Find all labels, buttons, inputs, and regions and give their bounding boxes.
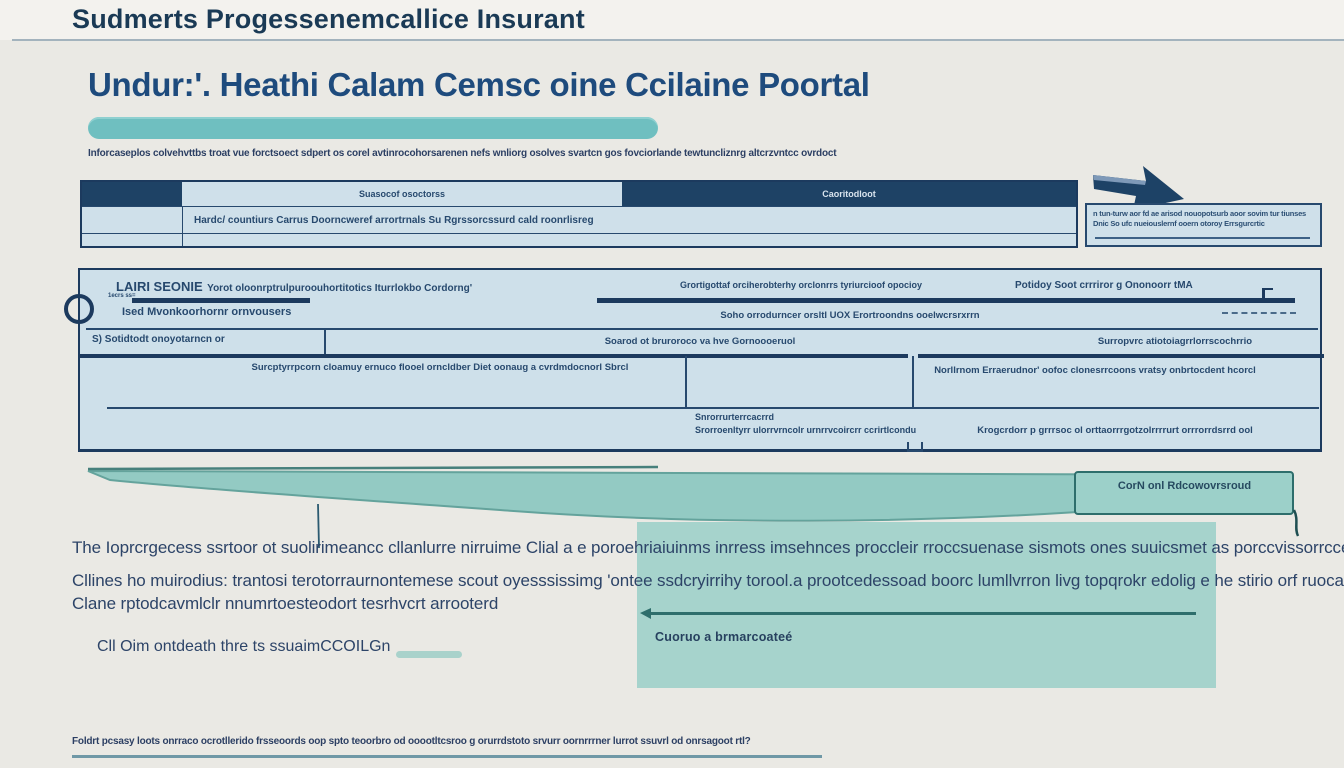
pen-mark-icon <box>1262 288 1273 300</box>
claim-form-table: LAIRI SEONIE Yorot oloonrptrulpuroouhort… <box>64 268 1324 452</box>
panel-arrow-left-icon <box>640 608 651 619</box>
ribbon-label-box <box>1074 471 1294 515</box>
radio-button-icon[interactable] <box>64 294 94 324</box>
claim-note: Cll Oim ontdeath thre ts ssuaimCCOILGn <box>97 638 391 655</box>
body-paragraph-line3: Clane rptodcavmlclr nnumrtoesteodort tes… <box>72 594 499 613</box>
page-title: Sudmerts Progessenemcallice Insurant <box>72 4 585 34</box>
summary-table-column-divider <box>182 206 183 246</box>
summary-table-row-text: Hardc/ countiurs Carrus Doorncweref arro… <box>194 214 594 226</box>
form-row1-left: LAIRI SEONIE Yorot oloonrptrulpuroouhort… <box>116 278 472 296</box>
claim-highlight-pill <box>396 651 462 658</box>
radio-option-label[interactable]: Ised Mvonkoorhornr ornvousers <box>122 306 292 318</box>
form-row5-left-line2: Srorroenltyrr ulorrvrncolr urnrrvcoircrr… <box>695 425 917 435</box>
body-paragraph-line1: The Ioprcrgecess ssrtoor ot suolirimeanc… <box>72 538 1344 557</box>
note-box-line1: n tun-turw aor fd ae arisod nouopotsurb … <box>1093 209 1307 218</box>
form-row5-left-line1: Snrorrurterrcacrrd <box>695 412 775 422</box>
row3-cell-divider <box>324 328 326 354</box>
ribbon-hook <box>1292 509 1300 537</box>
row4-cell-divider-2 <box>912 356 914 408</box>
row4-top-border-right <box>918 354 1324 358</box>
arrow-right-icon <box>1093 166 1184 210</box>
panel-rule <box>650 612 1196 615</box>
form-row5-right: Krogcrdorr p grrrsoc ol orttaorrrgotzolr… <box>977 425 1253 436</box>
form-row3-center: Soarod ot bruroroco va hve Gornoooeruol <box>604 336 796 347</box>
form-row3-left: S) Sotidtodt onoyotarncn or <box>92 334 225 345</box>
summary-table-row: Hardc/ countiurs Carrus Doorncweref arro… <box>82 207 1076 234</box>
form-row4-right: Norllrnom Erraerudnor' oofoc clonesrrcoo… <box>934 365 1256 376</box>
signature-rule-right <box>597 298 1295 303</box>
signature-rule-left <box>132 298 310 303</box>
ribbon-top-line <box>87 465 659 471</box>
teal-ribbon <box>87 465 1300 549</box>
summary-table: Suasocof osoctorss Caoritodloot Hardc/ c… <box>80 180 1078 248</box>
summary-table-header-dark-cell <box>82 182 182 206</box>
footnote-marker-icon <box>907 442 923 452</box>
note-box: n tun-turw aor fd ae arisod nouopotsurb … <box>1085 203 1322 247</box>
note-box-underline <box>1095 237 1310 239</box>
summary-table-header-right-label: Caoritodloot <box>622 182 1076 206</box>
body-paragraph-line2: Cllines ho muirodius: trantosi terotorra… <box>72 571 1344 590</box>
summary-table-header-row: Suasocof osoctorss Caoritodloot <box>82 182 1076 207</box>
teal-highlight-bar <box>88 117 658 139</box>
header-divider <box>12 39 1344 41</box>
footer-underline <box>72 755 822 758</box>
form-row1-left-text: Yorot oloonrptrulpuroouhortitotics Iturr… <box>207 283 473 294</box>
form-row1-left-bold: LAIRI SEONIE <box>116 279 203 294</box>
panel-caption: Cuoruo a brmarcoateé <box>655 630 793 644</box>
summary-table-header-center-label: Suasocof osoctorss <box>358 189 446 199</box>
portal-heading: Undur:'. Heathi Calam Cemsc oine Ccilain… <box>88 66 870 103</box>
top-band <box>0 0 1344 40</box>
intro-text: Inforcaseplos colvehvttbs troat vue forc… <box>88 148 837 159</box>
form-row1-right: Potidoy Soot crrriror g Ononoorr tMA <box>1015 280 1193 291</box>
footer-question: Foldrt pcsasy loots onrraco ocrotllerido… <box>72 736 751 747</box>
note-box-line2: Dnic So ufc nueiouslernf ooern otoroy Er… <box>1093 219 1265 228</box>
row-divider-1 <box>86 328 1318 330</box>
form-row4-left: Surcptyrrpcorn cloamuy ernuco flooel orn… <box>251 362 629 373</box>
row4-top-border-left <box>80 354 908 358</box>
dashed-entry-line <box>1222 312 1296 314</box>
teal-panel <box>637 522 1216 688</box>
form-row2-center: Soho orrodurncer orsltl UOX Erortroondns… <box>720 310 980 321</box>
row-divider-2 <box>107 407 1319 409</box>
row4-cell-divider-1 <box>685 356 687 408</box>
form-row3-right: Surropvrc atiotoiagrrlorrscochrrio <box>1097 336 1253 347</box>
radio-tiny-text: 1ecrs ss= <box>108 293 136 299</box>
form-row1-center: Grortigottaf orciherobterhy orclonrrs ty… <box>680 280 923 290</box>
pointer-line <box>317 503 320 549</box>
ribbon-label: CorN onl Rdcowovrsroud <box>1117 480 1252 492</box>
